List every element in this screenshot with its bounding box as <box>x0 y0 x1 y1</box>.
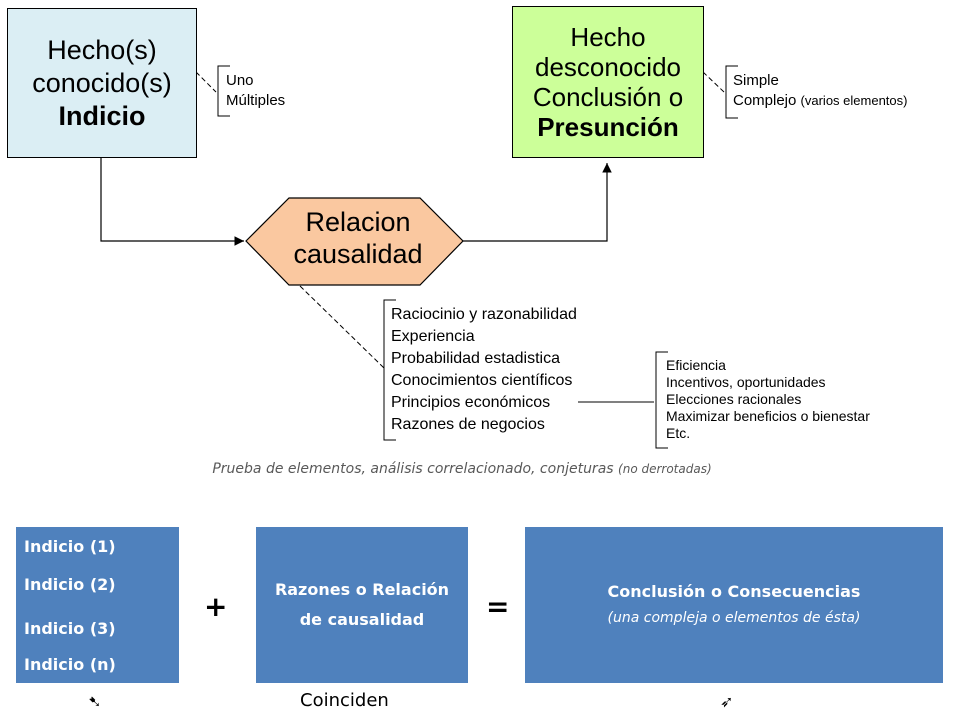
indicio-item: Indicio (1) <box>24 537 116 556</box>
economic-list: Eficiencia Incentivos, oportunidades Ele… <box>666 357 870 442</box>
unknown-fact-line2: desconocido <box>535 52 681 82</box>
known-fact-line2: conocido(s) <box>32 67 172 98</box>
arrow-known-to-causality <box>100 157 244 246</box>
economic-item: Elecciones racionales <box>666 391 802 407</box>
reasoning-item: Raciocinio y razonabilidad <box>391 306 577 323</box>
causality-line2: causalidad <box>293 239 423 269</box>
coinciden-label: Coinciden <box>300 690 389 711</box>
causality-hexagon <box>245 197 464 286</box>
unknown-fact-line1: Hecho <box>570 22 646 52</box>
known-fact-box: Hecho(s) conocido(s) Indicio <box>7 8 197 158</box>
reasons-box: Razones o Relación de causalidad <box>256 527 468 683</box>
reasoning-list: Raciocinio y razonabilidad Experiencia P… <box>391 304 577 436</box>
arrow-left-icon: ➷ <box>88 692 102 711</box>
indicios-box: Indicio (1) Indicio (2) Indicio (3) Indi… <box>16 527 179 683</box>
conclusion-type-simple: Simple <box>733 72 779 89</box>
unknown-fact-line4: Presunción <box>537 112 679 142</box>
equals-sign: = <box>486 590 510 623</box>
known-fact-line3: Indicio <box>58 100 146 131</box>
reasons-line1: Razones o Relación <box>274 580 450 599</box>
indicio-item: Indicio (n) <box>24 655 116 674</box>
bracket-reasoning <box>383 299 396 441</box>
unknown-fact-line3: Conclusión o <box>532 82 684 112</box>
known-types-list: Uno Múltiples <box>226 71 285 111</box>
reasons-line2: de causalidad <box>299 610 425 629</box>
known-type-item: Múltiples <box>226 92 286 109</box>
reasoning-item: Conocimientos científicos <box>391 372 573 389</box>
arrow-right-icon: ➶ <box>720 692 734 711</box>
known-fact-line1: Hecho(s) <box>47 34 157 65</box>
plus-sign: + <box>204 590 228 623</box>
economic-item: Maximizar beneficios o bienestar <box>666 408 870 424</box>
conclusion-types-list: Simple Complejo (varios elementos) <box>733 71 907 111</box>
economic-item: Incentivos, oportunidades <box>666 374 826 390</box>
indicio-item: Indicio (3) <box>24 619 116 638</box>
causality-line1: Relacion <box>305 207 411 237</box>
caption: Prueba de elementos, análisis correlacio… <box>0 461 924 477</box>
conclusion-title: Conclusión o Consecuencias <box>607 582 861 601</box>
reasoning-item: Razones de negocios <box>391 416 545 433</box>
conclusion-type-complex-row: Complejo (varios elementos) <box>733 91 907 111</box>
conclusion-box: Conclusión o Consecuencias (una compleja… <box>525 527 943 683</box>
bracket-economic <box>655 351 668 449</box>
reasoning-item: Principios económicos <box>391 394 551 411</box>
reasoning-item: Probabilidad estadistica <box>391 350 560 367</box>
arrow-causality-to-conclusion <box>463 163 612 242</box>
causality-label: Relacion causalidad <box>268 206 448 270</box>
economic-item: Etc. <box>666 425 691 441</box>
conclusion-type-complex: Complejo <box>733 92 797 109</box>
conclusion-type-complex-note: (varios elementos) <box>800 93 908 108</box>
reasoning-item: Experiencia <box>391 328 475 345</box>
unknown-fact-box: Hecho desconocido Conclusión o Presunció… <box>512 6 704 158</box>
bracket-known-types <box>217 65 230 117</box>
known-type-item: Uno <box>226 72 254 89</box>
economic-item: Eficiencia <box>666 357 726 373</box>
caption-main: Prueba de elementos, análisis correlacio… <box>212 461 614 477</box>
conclusion-sub: (una compleja o elementos de ésta) <box>607 610 861 626</box>
caption-paren: (no derrotadas) <box>618 462 712 476</box>
indicio-item: Indicio (2) <box>24 575 116 594</box>
bracket-conclusion-types <box>725 65 738 119</box>
